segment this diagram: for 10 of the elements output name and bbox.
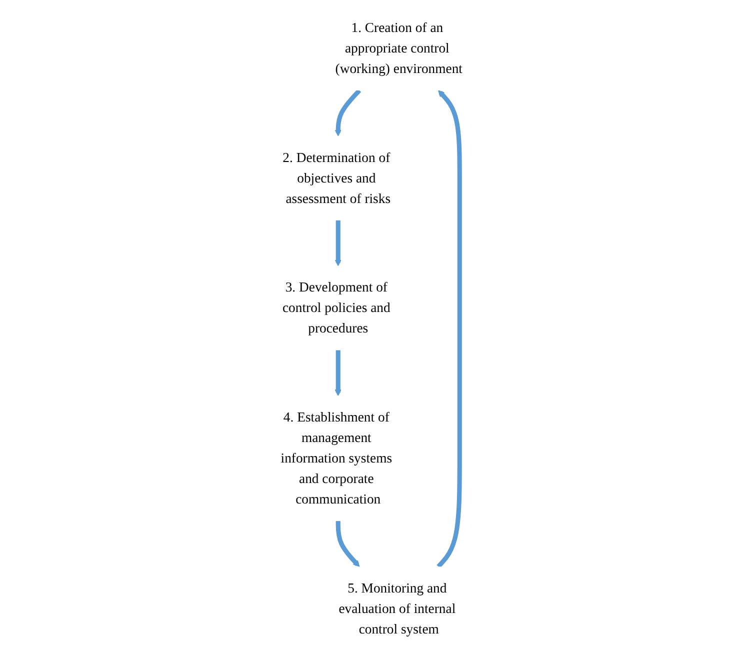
node-text: 2. Determination of objectives and assessment of risks xyxy=(282,150,391,206)
node-text: 3. Development of control policies and procedures xyxy=(282,280,390,336)
node-text: 1. Creation of an appropriate control (working) environment xyxy=(335,20,462,76)
arrow xyxy=(334,88,362,136)
arrow xyxy=(336,521,360,567)
node-text: 4. Establishment of management information systems and corporate communication xyxy=(280,409,392,507)
arrow xyxy=(436,90,462,568)
arrow xyxy=(334,220,342,266)
node-text: 5. Monitoring and evaluation of internal control system xyxy=(338,580,456,636)
arrow xyxy=(334,350,342,396)
